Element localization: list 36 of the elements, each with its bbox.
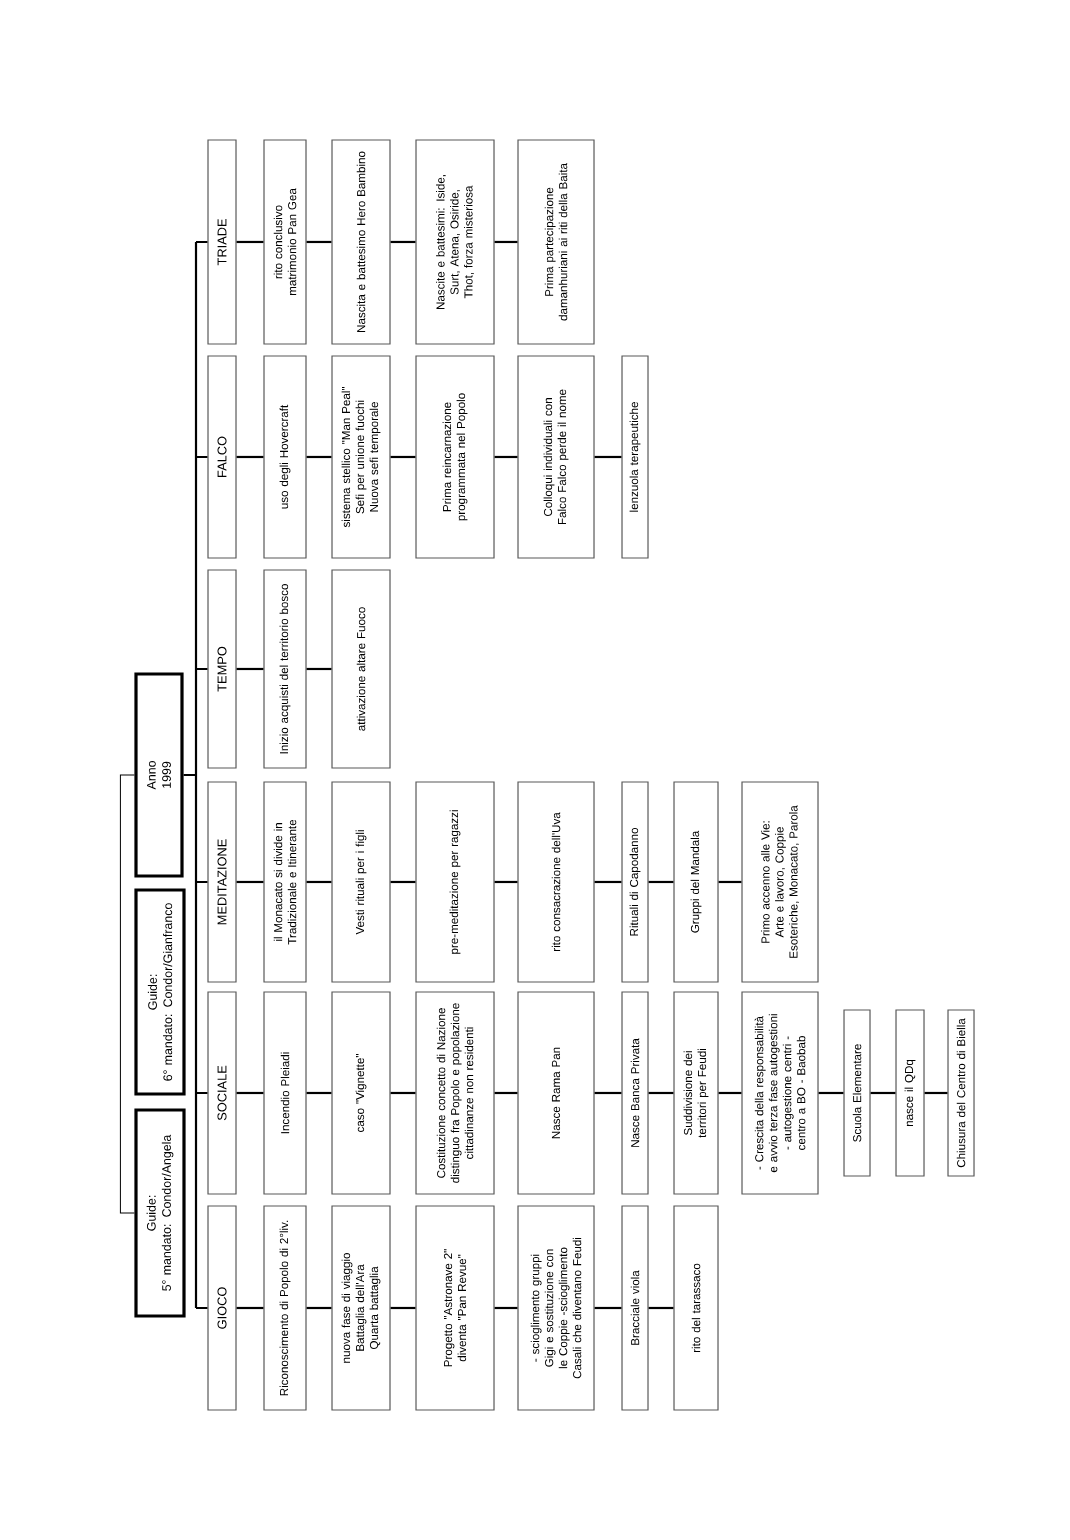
connector-line [648,880,674,884]
connector-line [494,240,518,244]
connector-line [594,1091,622,1095]
connector-line [924,1091,948,1095]
connector-line [182,240,209,1310]
connector-line [390,1091,416,1095]
connector-line [870,1091,896,1095]
connector-line [818,1091,844,1095]
connector-line [718,1091,742,1095]
connector-line [594,1306,622,1310]
connector-line [648,1091,674,1095]
connector-line [494,1306,518,1310]
connector-line [648,1306,674,1310]
connector-line [306,667,332,671]
connector-line [236,240,264,244]
connector-line [390,880,416,884]
connector-line [594,455,622,459]
connector-line [594,880,622,884]
connector-line [236,880,264,884]
connector-line [306,240,332,244]
connector-line [119,774,135,1214]
connector-line [236,1091,264,1095]
connector-line [236,667,264,671]
connector-line [236,455,264,459]
connector-line [390,240,416,244]
connector-line [306,455,332,459]
connector-line [306,1091,332,1095]
connector-line [494,880,518,884]
connector-line [390,455,416,459]
connector-line [718,880,742,884]
connector-line [306,1306,332,1310]
connector-line [494,1091,518,1095]
connector-line [390,1306,416,1310]
connector-line [494,455,518,459]
connector-line [236,1306,264,1310]
connector-line [306,880,332,884]
